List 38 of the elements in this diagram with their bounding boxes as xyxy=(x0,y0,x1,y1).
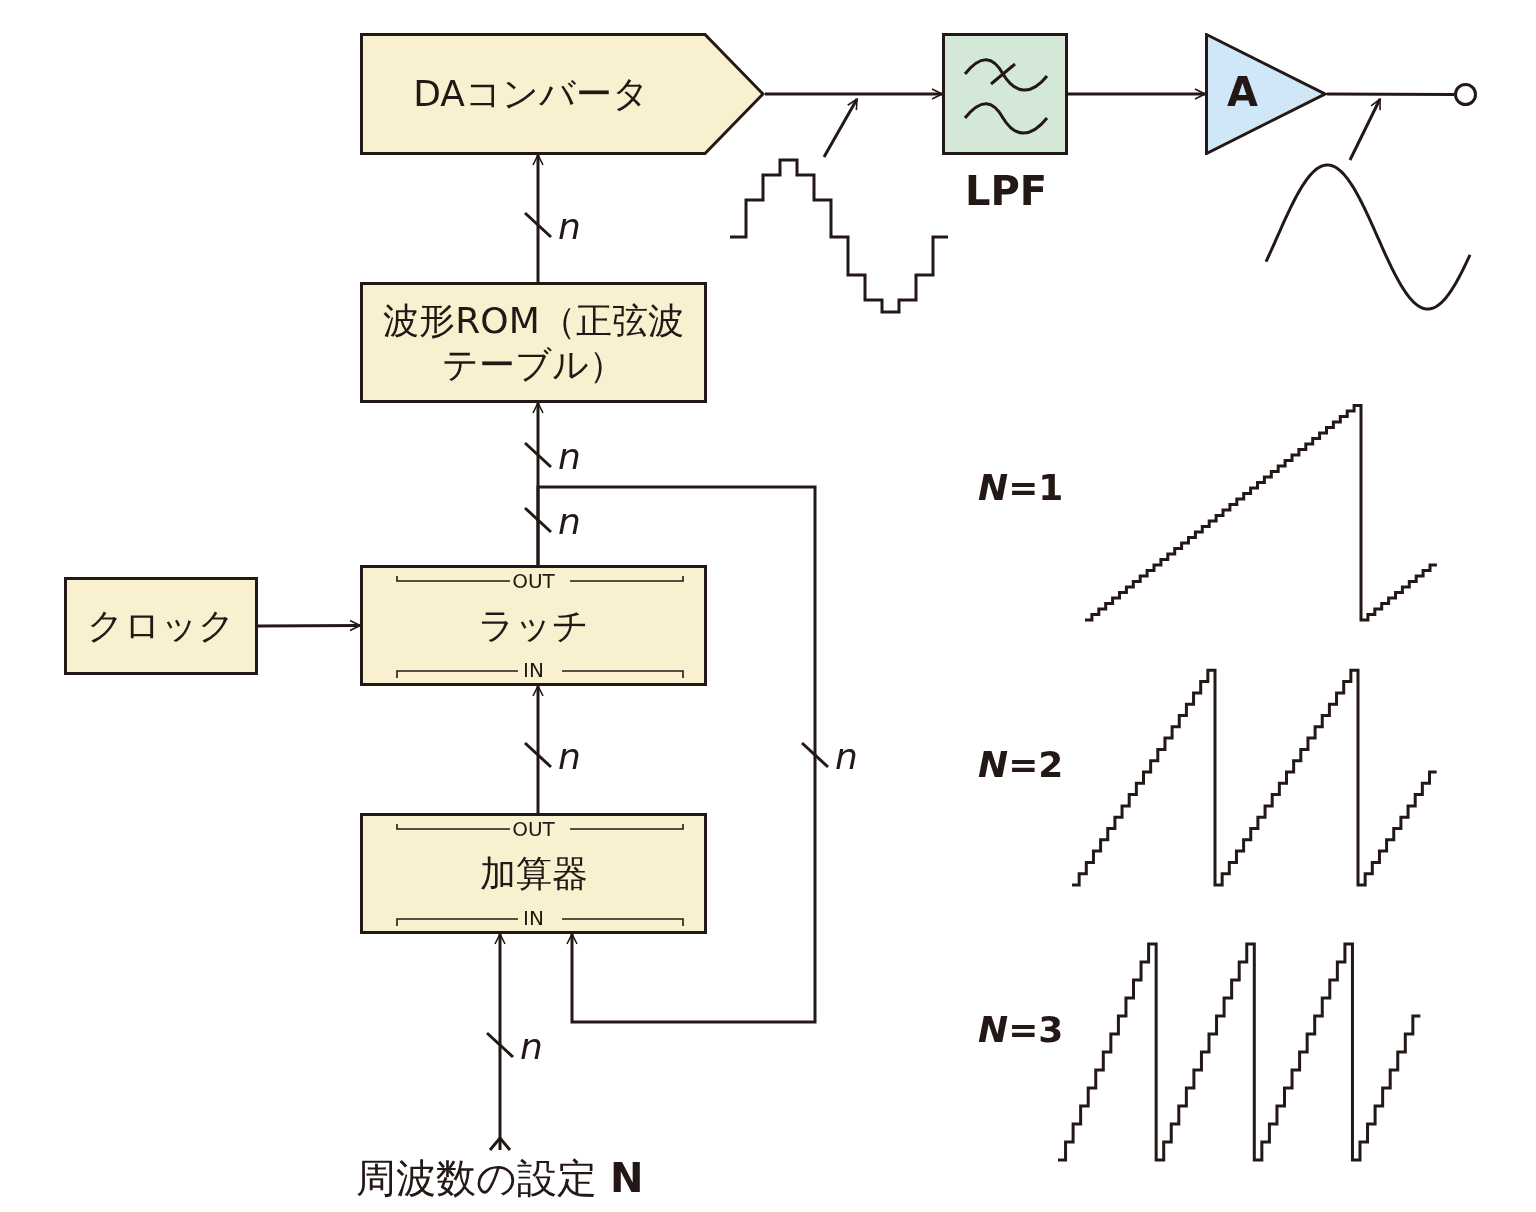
box-label: 加算器 xyxy=(478,851,589,896)
staircase-wave-drawing xyxy=(728,157,948,315)
bus-width-label: n xyxy=(558,737,581,777)
step-value-label: N=2 xyxy=(978,745,1064,785)
process-box xyxy=(64,577,258,675)
process-box xyxy=(360,282,707,403)
process-box xyxy=(360,813,707,934)
process-box xyxy=(360,565,707,686)
connector-arrow xyxy=(532,685,544,813)
connector-arrow xyxy=(532,154,544,282)
bus-width-label: n xyxy=(558,437,581,477)
connector-arrow xyxy=(536,485,817,1024)
port-label: OUT xyxy=(512,570,555,592)
leader-arrow xyxy=(822,98,859,158)
box-label: DAコンバータ xyxy=(412,72,650,116)
output-terminal xyxy=(1454,83,1477,106)
box-label: ラッチ xyxy=(477,603,590,648)
port-label: IN xyxy=(523,907,544,929)
step-value-label: N=1 xyxy=(978,468,1064,508)
port-label: OUT xyxy=(512,818,555,840)
connector-arrow xyxy=(765,88,943,100)
leader-arrow xyxy=(1348,98,1382,161)
converter-pentagon xyxy=(360,33,765,155)
step-value-label: N=3 xyxy=(978,1010,1064,1050)
port-label: IN xyxy=(523,659,544,681)
input-label: 周波数の設定 N xyxy=(355,1154,645,1203)
amplifier-label: A xyxy=(1227,69,1258,115)
connector-arrow xyxy=(494,933,506,1150)
bus-width-label: n xyxy=(558,502,581,542)
filter-caption: LPF xyxy=(965,171,1048,211)
box-label: クロック xyxy=(86,604,236,648)
bus-width-label: n xyxy=(520,1027,543,1067)
bus-width-label: n xyxy=(558,207,581,247)
connector-arrow xyxy=(1068,88,1206,100)
amplifier-triangle xyxy=(1205,33,1327,155)
connector-arrow xyxy=(258,619,361,632)
box-label: 波形ROM（正弦波テーブル） xyxy=(382,298,685,387)
bus-width-label: n xyxy=(835,737,858,777)
